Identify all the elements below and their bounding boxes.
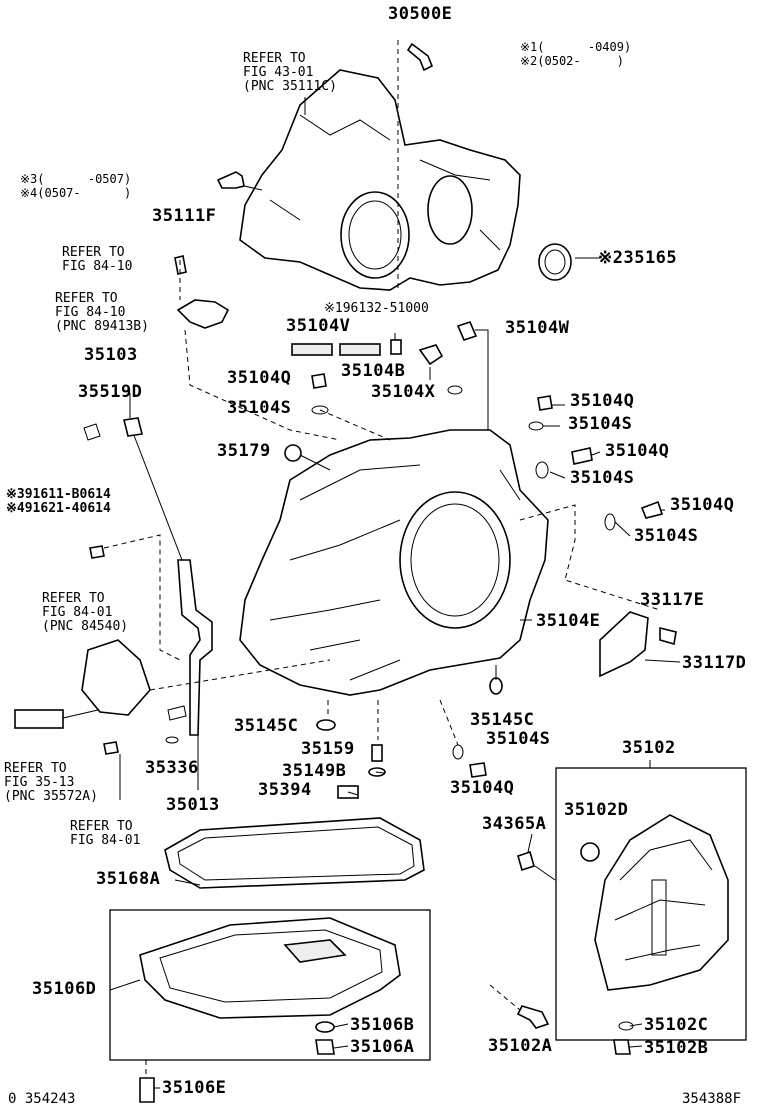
bracket-33117D: [599, 611, 677, 678]
footer-code-left: 0 354243: [8, 1091, 76, 1107]
refer-fig-43-01: REFER TO FIG 43-01 (PNC 35111C): [243, 51, 337, 94]
label-35104B: 35104B: [341, 361, 406, 381]
label-35104S-a: 35104S: [227, 398, 292, 418]
label-35102C: 35102C: [644, 1015, 709, 1035]
pin-35336: [167, 705, 187, 721]
label-35104W: 35104W: [505, 318, 570, 338]
label-33117E: 33117E: [640, 590, 705, 610]
refer-fig-84-01-a: REFER TO FIG 84-01 (PNC 84540): [42, 591, 129, 634]
sensor-34365A: [517, 850, 535, 872]
plug-96132: [390, 339, 402, 355]
transaxle-case: [239, 429, 549, 696]
label-35104Q-b: 35104Q: [570, 391, 635, 411]
strainer-35104V-a: [291, 343, 333, 356]
oil-pan-35106D: [139, 917, 401, 1019]
refer-fig-84-01-b: REFER TO FIG 84-01: [70, 819, 141, 848]
converter-housing: [239, 69, 521, 291]
label-35013: 35013: [166, 795, 220, 815]
label-35102D: 35102D: [564, 800, 629, 820]
note-3-4: ※3( -0507) ※4(0507- ): [20, 172, 132, 200]
bolt-35102A: [516, 1005, 550, 1029]
label-35104Q-d: 35104Q: [670, 495, 735, 515]
valve-body-35102: [594, 814, 729, 991]
label-35394: 35394: [258, 780, 312, 800]
accumulator-35102D: [580, 842, 600, 862]
filter-35159: [371, 744, 383, 762]
valve-body-group-box: [555, 767, 747, 1041]
label-35106D: 35106D: [32, 979, 97, 999]
oil-pan-gasket-35168A: [164, 817, 425, 889]
label-35336: 35336: [145, 758, 199, 778]
label-35103: 35103: [84, 345, 138, 365]
neutral-start-switch: [14, 639, 151, 755]
label-35106A: 35106A: [350, 1037, 415, 1057]
label-35165: ※235165: [598, 248, 678, 268]
oring-35104S-b: [528, 421, 544, 431]
label-34365A: 34365A: [482, 814, 547, 834]
plug-35104W: [456, 321, 478, 341]
oring-35104X: [447, 385, 463, 395]
label-35145C-b: 35145C: [470, 710, 535, 730]
refer-fig-84-10-b: REFER TO FIG 84-10 (PNC 89413B): [55, 291, 149, 334]
label-35104E: 35104E: [536, 611, 601, 631]
oring-35104S-c: [535, 461, 549, 479]
note-91611-91621: ※391611-B0614 ※491621-40614: [6, 487, 111, 516]
oring-35104S-a: [311, 405, 329, 415]
bolt-91611: [89, 545, 105, 559]
label-35519D: 35519D: [78, 382, 143, 402]
bolt-35111F: [216, 171, 245, 189]
footer-code-right: 354388F: [682, 1091, 742, 1107]
bolt-30500E: [406, 42, 434, 72]
label-35168A: 35168A: [96, 869, 161, 889]
label-35159: 35159: [301, 739, 355, 759]
label-35104Q-a: 35104Q: [227, 368, 292, 388]
label-35104Q-e: 35104Q: [450, 778, 515, 798]
label-35104Q-c: 35104Q: [605, 441, 670, 461]
bolt-35104Q-e: [469, 762, 487, 778]
label-33117D: 33117D: [682, 653, 747, 673]
refer-fig-84-10-a: REFER TO FIG 84-10: [62, 245, 133, 274]
bolt-35106E: [139, 1077, 155, 1103]
bolt-35102B: [613, 1039, 631, 1055]
label-35104V: 35104V: [286, 316, 351, 336]
note-1-2: ※1( -0409) ※2(0502- ): [520, 40, 632, 68]
oring-35145C-b: [489, 677, 503, 695]
strainer-35104V-b: [339, 343, 381, 356]
label-35145C-a: 35145C: [234, 716, 299, 736]
label-96132: ※196132-51000: [324, 301, 429, 316]
label-35104S-b: 35104S: [568, 414, 633, 434]
bolt-35104Q-c: [571, 447, 593, 465]
label-35179: 35179: [217, 441, 271, 461]
plug-35179: [284, 444, 302, 462]
leader-lines: [103, 40, 681, 1089]
oring-35145C-a: [316, 719, 336, 731]
gasket-35106B: [315, 1021, 335, 1033]
label-35106B: 35106B: [350, 1015, 415, 1035]
label-35106E: 35106E: [162, 1078, 227, 1098]
speed-sensor: [174, 255, 230, 329]
label-35104S-e: 35104S: [486, 729, 551, 749]
label-35149B: 35149B: [282, 761, 347, 781]
union-35104B: [418, 344, 444, 366]
oring-35104S-d: [604, 513, 616, 531]
label-35104S-d: 35104S: [634, 526, 699, 546]
bolt-35104Q-a: [311, 373, 327, 389]
label-35104X: 35104X: [371, 382, 436, 402]
bolt-35104Q-d: [640, 500, 664, 519]
drain-plug-35106A: [315, 1039, 335, 1055]
label-35104S-c: 35104S: [570, 468, 635, 488]
label-35111F: 35111F: [152, 206, 217, 226]
label-35102A: 35102A: [488, 1036, 553, 1056]
oil-pan-group-box: [109, 909, 431, 1061]
oring-35104S-e: [452, 744, 464, 760]
oil-seal-35165: [538, 243, 572, 281]
label-30500E: 30500E: [388, 4, 453, 24]
bolt-35104Q-b: [537, 395, 553, 411]
label-35102B: 35102B: [644, 1038, 709, 1058]
label-35102: 35102: [622, 738, 676, 758]
refer-fig-35-13: REFER TO FIG 35-13 (PNC 35572A): [4, 761, 98, 804]
